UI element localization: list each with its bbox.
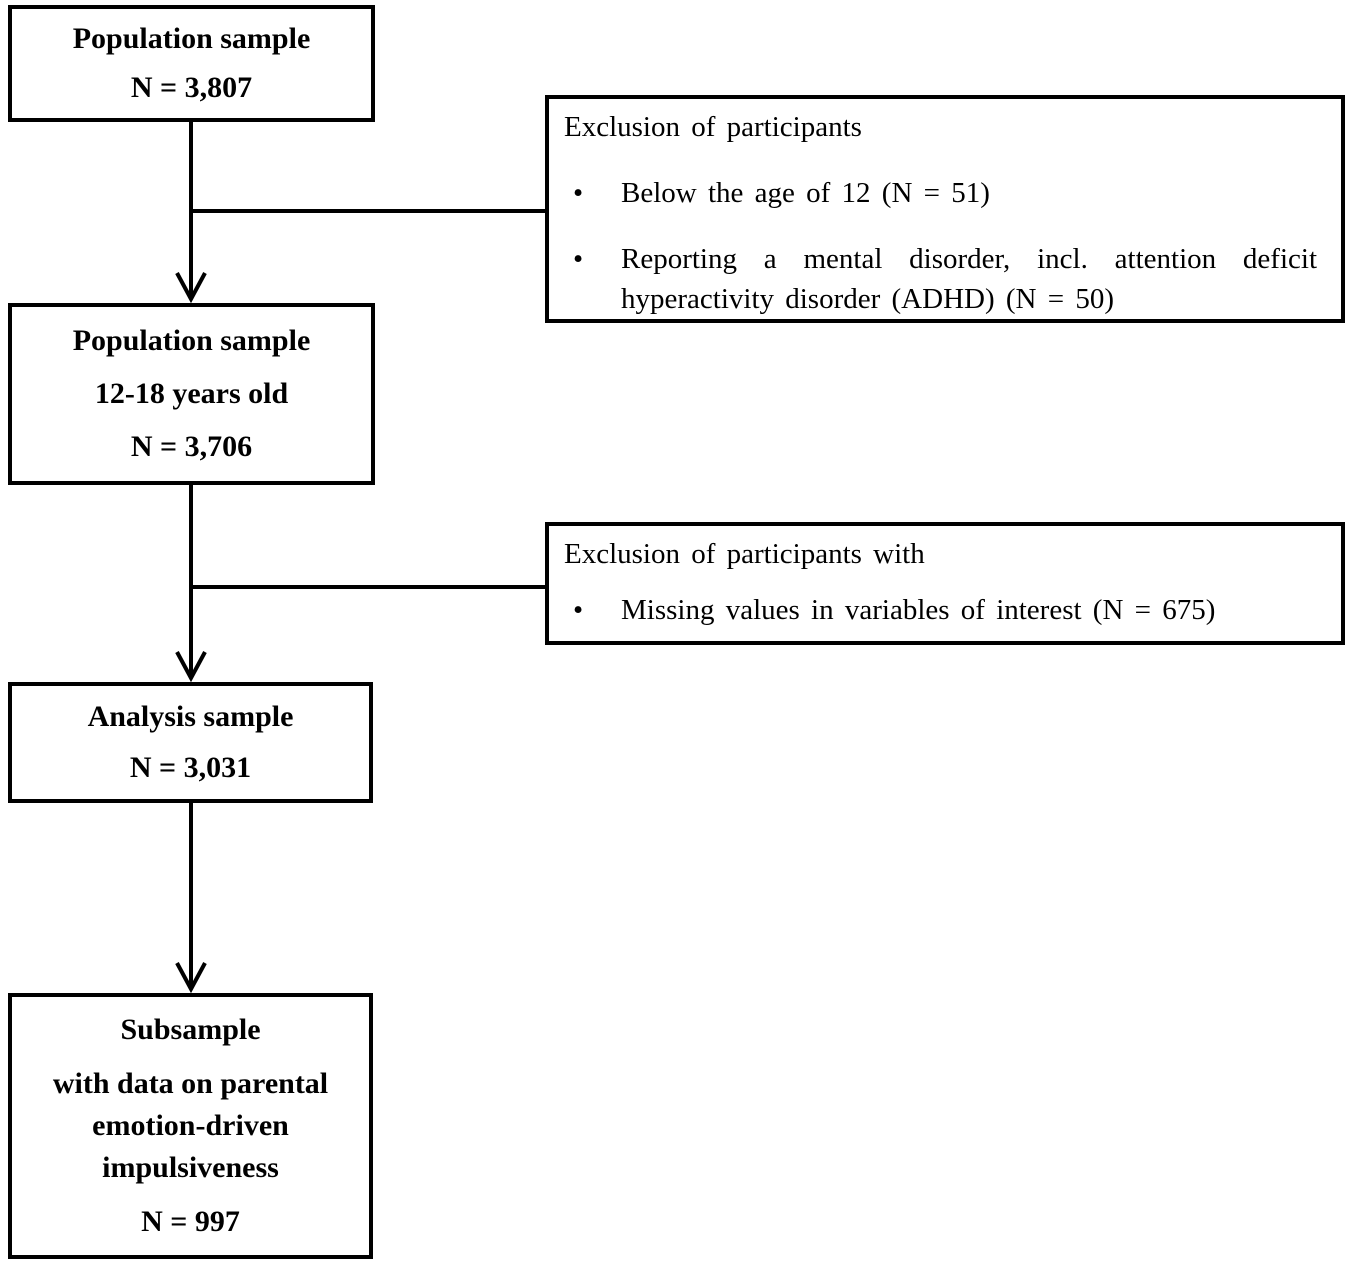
- exclusion-1-box: Exclusion of participants • Below the ag…: [545, 95, 1345, 323]
- box-title: Population sample: [72, 324, 311, 357]
- exclusion-heading: Exclusion of participants with: [564, 538, 925, 570]
- box-n-value: N = 3,706: [130, 430, 253, 463]
- box-description: with data on parental emotion-driven imp…: [52, 1067, 329, 1184]
- box-age-range: 12-18 years old: [94, 377, 289, 410]
- box-title: Subsample: [120, 1013, 261, 1046]
- analysis-sample-box: Analysis sample N = 3,031: [8, 682, 373, 803]
- arrowhead-population-to-12-18: [175, 272, 207, 304]
- box-n-value: N = 997: [141, 1205, 240, 1238]
- subsample-box: Subsample with data on parental emotion-…: [8, 993, 373, 1259]
- population-12-18-box: Population sample 12-18 years old N = 3,…: [8, 303, 375, 485]
- exclusion-item: • Reporting a mental disorder, incl. att…: [549, 239, 1317, 319]
- box-title: Population sample: [72, 22, 311, 55]
- exclusion-item-text: Reporting a mental disorder, incl. atten…: [621, 243, 1317, 315]
- exclusion-heading: Exclusion of participants: [564, 111, 862, 143]
- population-sample-box: Population sample N = 3,807: [8, 5, 375, 122]
- exclusion-2-box: Exclusion of participants with • Missing…: [545, 522, 1345, 645]
- box-title: Analysis sample: [87, 700, 294, 734]
- arrowhead-12-18-to-analysis: [175, 651, 207, 683]
- box-n-value: N = 3,031: [129, 750, 252, 784]
- exclusion-item-text: Missing values in variables of interest …: [621, 594, 1216, 626]
- exclusion-item: • Missing values in variables of interes…: [549, 590, 1317, 630]
- exclusion-item: • Below the age of 12 (N = 51): [549, 173, 1317, 213]
- bullet-icon: •: [573, 243, 584, 275]
- arrowhead-analysis-to-subsample: [175, 962, 207, 994]
- box-n-value: N = 3,807: [130, 71, 253, 104]
- bullet-icon: •: [573, 177, 584, 209]
- exclusion-item-text: Below the age of 12 (N = 51): [621, 177, 990, 209]
- bullet-icon: •: [573, 594, 584, 626]
